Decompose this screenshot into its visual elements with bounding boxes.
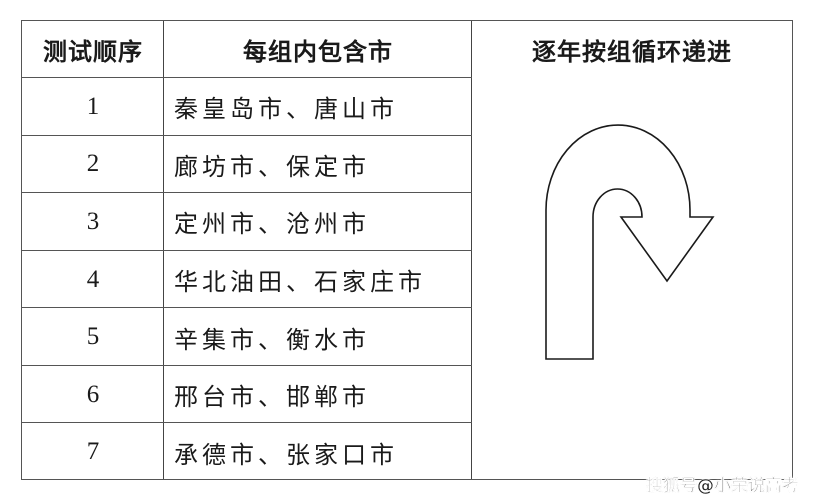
order-cell: 3 (86, 207, 100, 235)
watermark: 搜狐号@小荣说高考 (646, 476, 799, 496)
cities-cell: 承德市、张家口市 (174, 440, 398, 469)
row-divider (22, 192, 472, 193)
header-cities-in-group: 每组内包含市 (243, 36, 393, 66)
order-cell: 6 (86, 380, 100, 408)
cities-cell: 华北油田、石家庄市 (174, 268, 426, 297)
row-divider (22, 77, 472, 78)
header-yearly-rotation: 逐年按组循环递进 (532, 36, 732, 66)
order-cell: 2 (86, 150, 100, 178)
row-divider (22, 250, 472, 251)
cities-cell: 秦皇岛市、唐山市 (174, 95, 398, 124)
order-cell: 5 (86, 323, 100, 351)
row-divider (22, 422, 472, 423)
cities-cell: 邢台市、邯郸市 (174, 383, 370, 412)
cities-cell: 廊坊市、保定市 (174, 152, 370, 181)
row-divider (22, 365, 472, 366)
order-cell: 4 (86, 265, 100, 293)
cities-cell: 辛集市、衡水市 (174, 325, 370, 354)
order-cell: 7 (86, 438, 100, 466)
header-test-order: 测试顺序 (43, 36, 143, 66)
order-cell: 1 (86, 92, 100, 120)
cities-cell: 定州市、沧州市 (174, 210, 370, 239)
row-divider (22, 307, 472, 308)
rotation-table: 测试顺序 每组内包含市 逐年按组循环递进 1 秦皇岛市、唐山市 2 廊坊市、保定… (21, 20, 793, 480)
row-divider (22, 135, 472, 136)
